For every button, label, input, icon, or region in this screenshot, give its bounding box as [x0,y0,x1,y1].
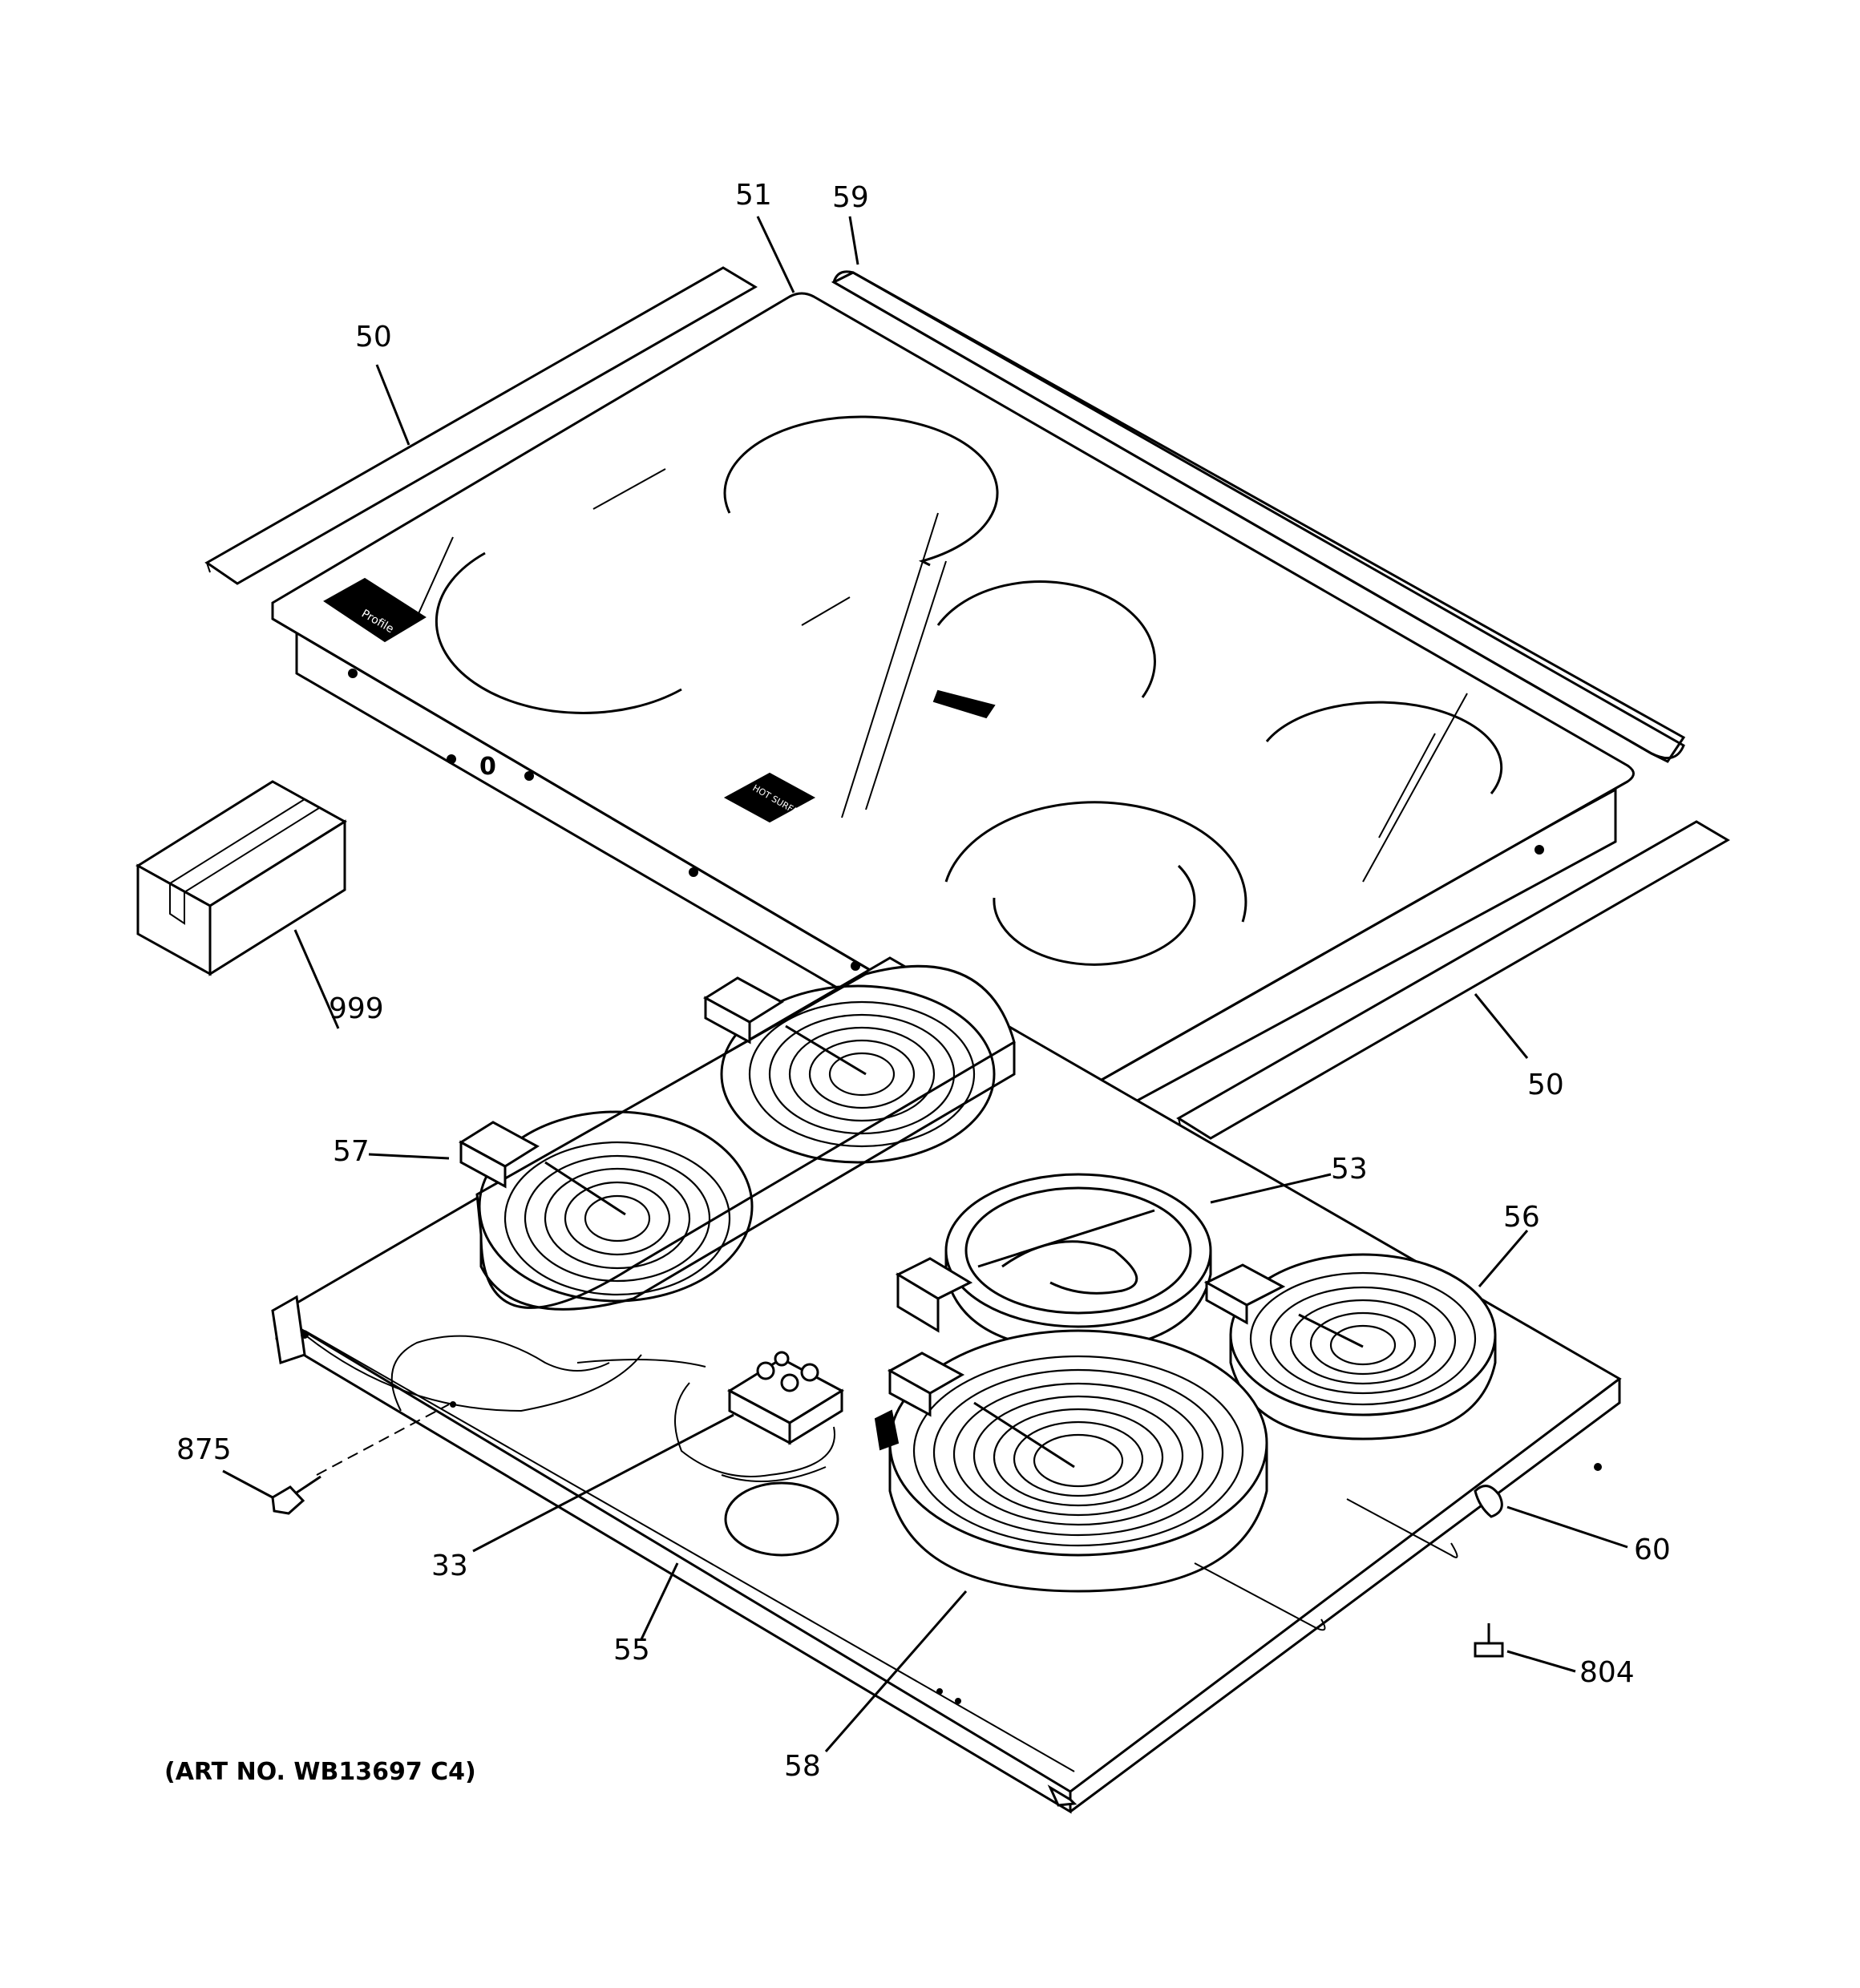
callout-50-top: 50 [355,321,392,354]
callout-804: 804 [1579,1656,1635,1689]
bridge-element [459,964,1016,1311]
callout-33: 33 [431,1550,468,1582]
callout-57: 57 [333,1135,370,1168]
callout-59: 59 [832,181,869,214]
callout-60: 60 [1634,1533,1671,1566]
screw-875 [271,1404,450,1515]
wiring-harness [304,1334,839,1557]
trim-strip-top-right [831,270,1686,763]
literature-box [135,780,347,976]
leader-lines [222,216,1628,1752]
callout-58: 58 [784,1750,821,1783]
callout-51: 51 [735,179,772,212]
callout-56: 56 [1503,1201,1540,1234]
trim-strip-top-left [204,266,758,585]
callout-53: 53 [1331,1153,1368,1186]
single-element-56 [1203,1253,1497,1440]
art-number: (ART NO. WB13697 C4) [164,1758,476,1786]
clip-60 [1474,1485,1503,1518]
callout-875: 875 [176,1433,232,1466]
callout-labels: 51 59 50 50 999 57 53 56 875 33 55 58 60… [176,179,1671,1783]
single-element-53 [895,1173,1212,1352]
screw-804 [1474,1623,1504,1658]
callout-999: 999 [329,992,384,1025]
svg-text:0: 0 [479,753,496,781]
terminal-block [726,1351,845,1445]
callout-50-right: 50 [1527,1069,1564,1101]
single-element-58 [874,1329,1268,1593]
callout-55: 55 [613,1634,650,1667]
